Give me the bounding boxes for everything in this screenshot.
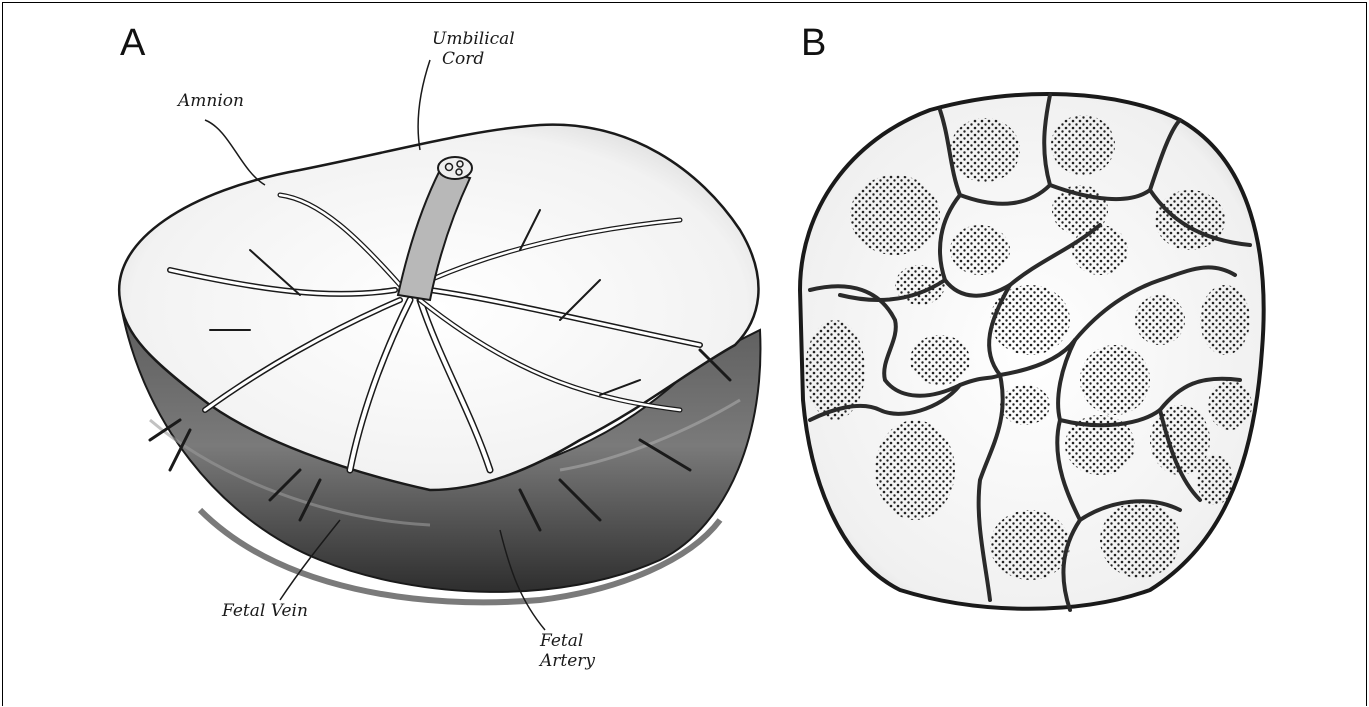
fetal-artery-label: Fetal Artery bbox=[540, 632, 595, 671]
fetal-artery-label-line2: Artery bbox=[540, 652, 595, 672]
panel-b-letter: B bbox=[801, 24, 826, 62]
fetal-artery-label-line1: Fetal bbox=[540, 632, 595, 652]
umbilical-cord-label: Umbilical Cord bbox=[432, 30, 515, 69]
umbilical-label-line1: Umbilical bbox=[432, 30, 515, 50]
fetal-vein-label: Fetal Vein bbox=[222, 602, 308, 622]
umbilical-label-line2: Cord bbox=[432, 50, 515, 70]
panel-a-letter: A bbox=[120, 24, 145, 62]
amnion-label: Amnion bbox=[178, 92, 244, 112]
